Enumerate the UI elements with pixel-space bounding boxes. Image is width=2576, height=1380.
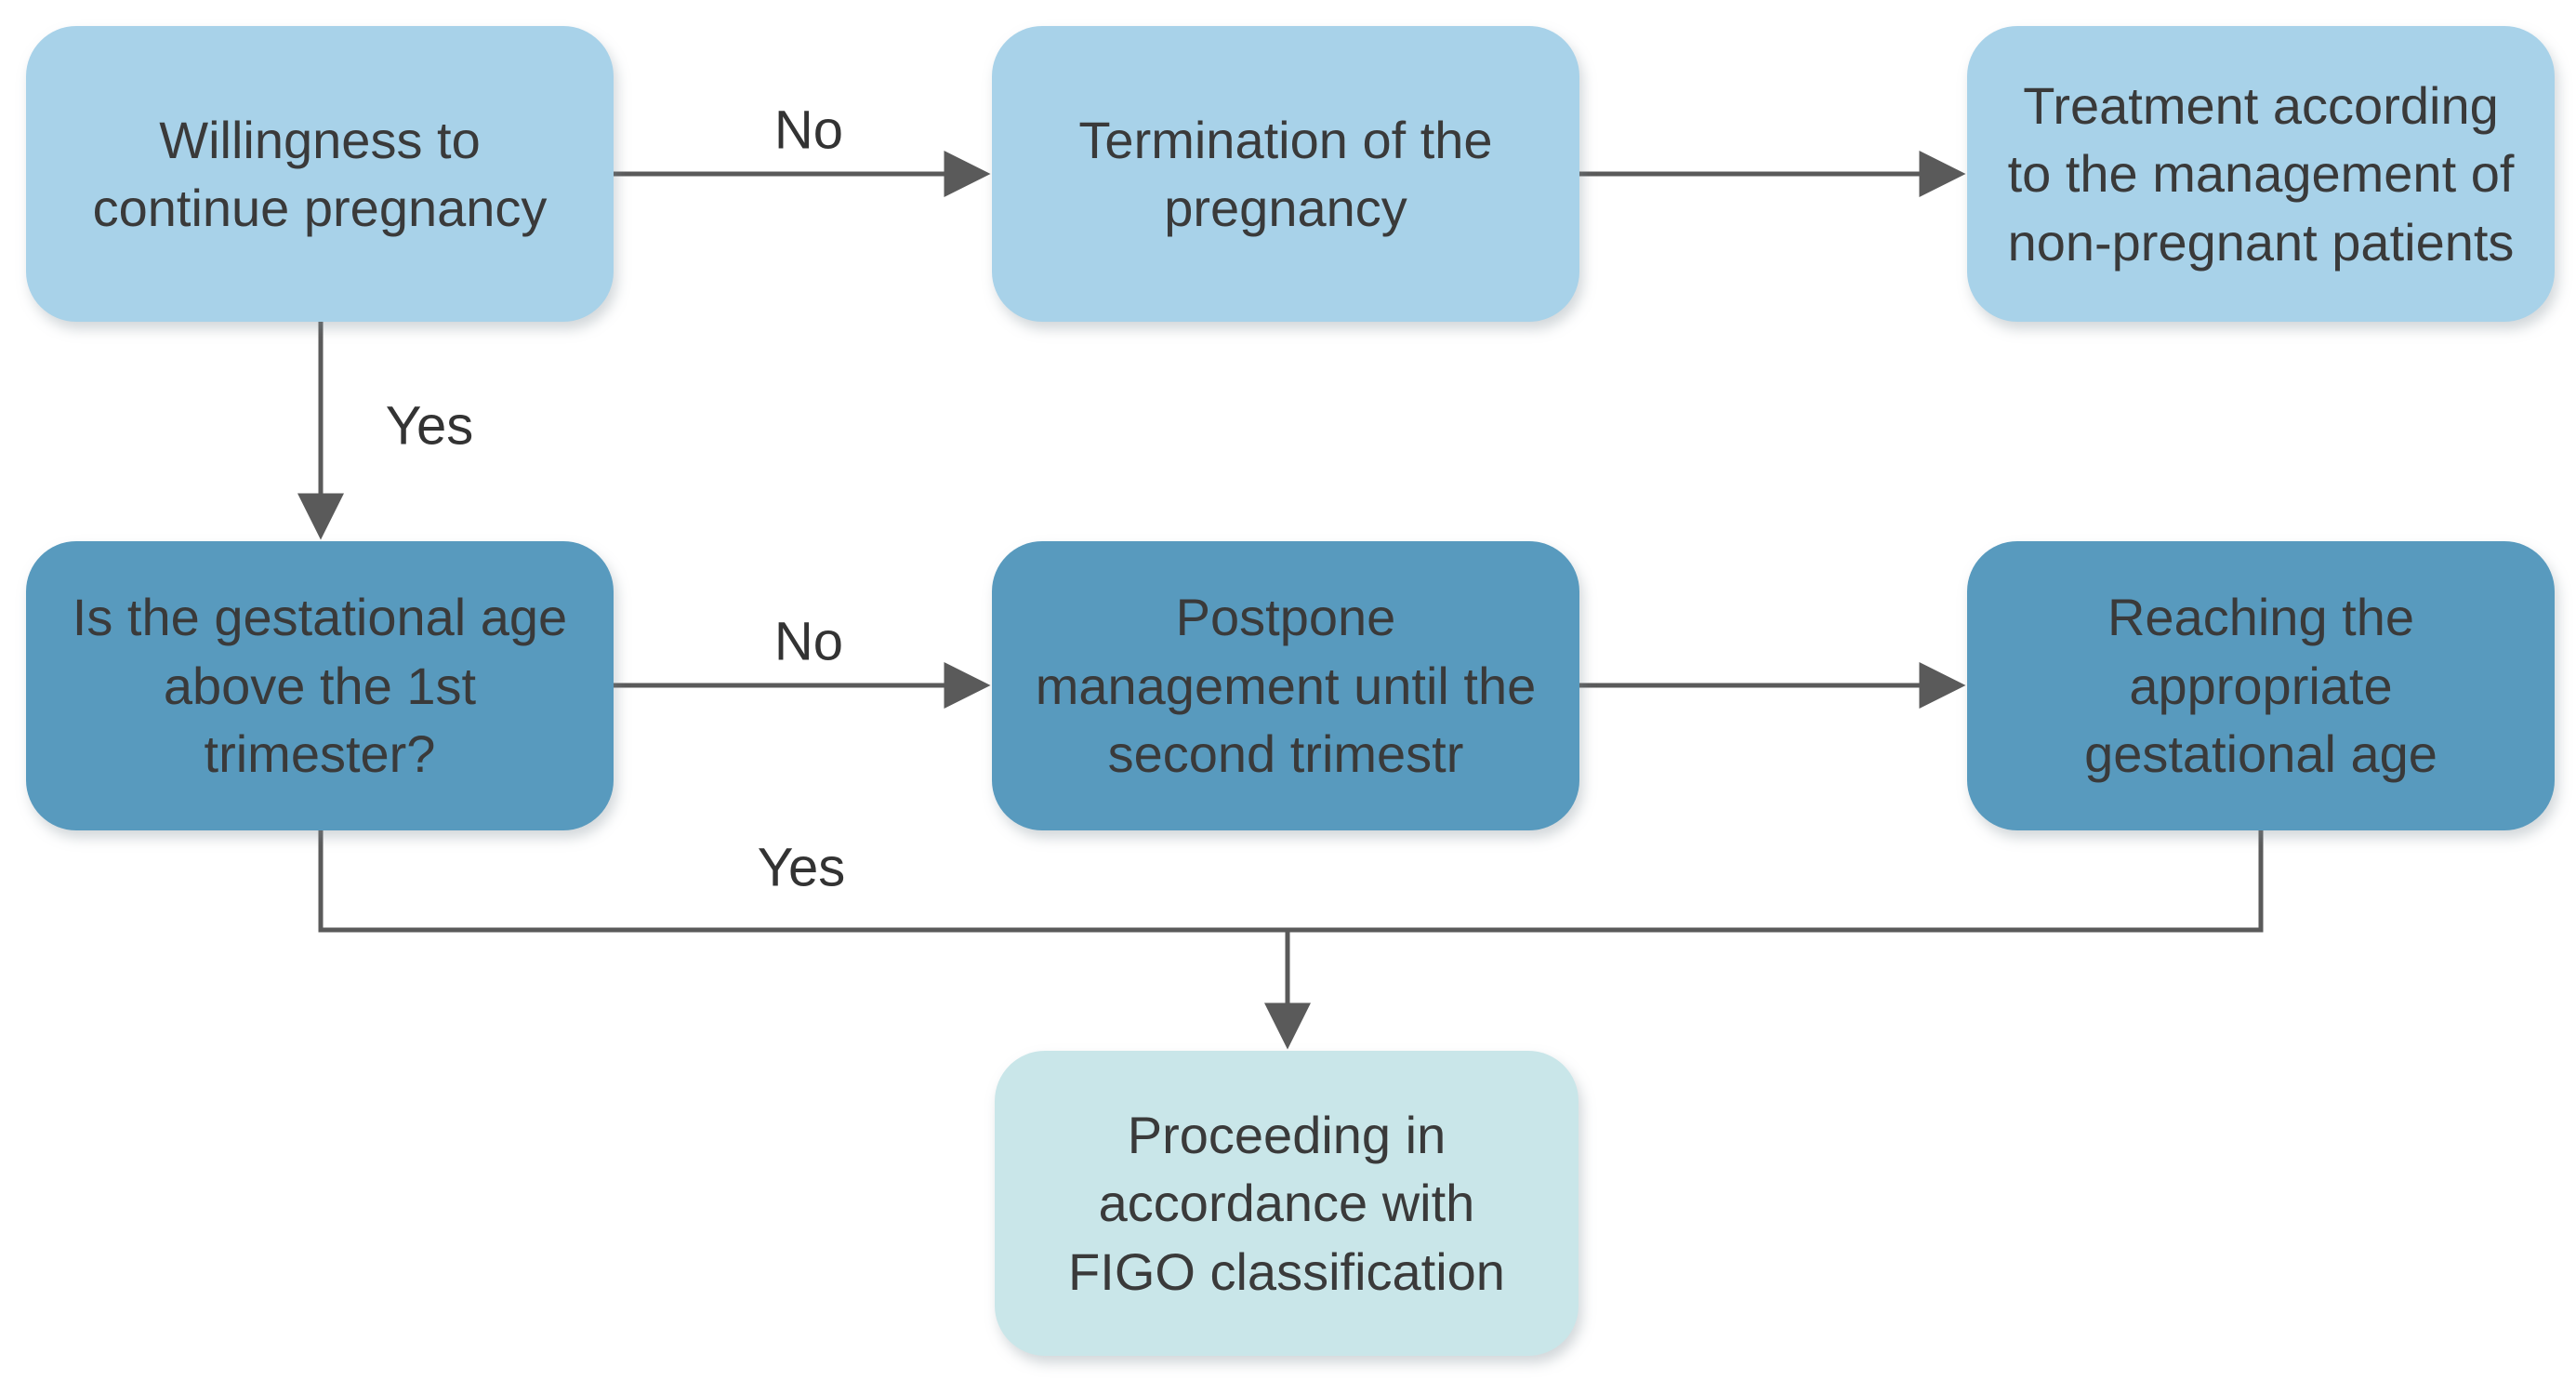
edge-label-yes-left: Yes — [385, 395, 474, 457]
node-figo-classification: Proceeding in accordance with FIGO class… — [995, 1051, 1579, 1356]
edge-collector-yes — [318, 830, 2264, 933]
edge-label-no-top: No — [773, 100, 844, 161]
node-termination-of-pregnancy: Termination of the pregnancy — [992, 26, 1579, 322]
node-reaching-gestational-age: Reaching the appropriate gestational age — [1967, 541, 2555, 830]
edge-label-no-middle: No — [773, 611, 844, 672]
node-treatment-non-pregnant-management: Treatment according to the management of… — [1967, 26, 2555, 322]
node-willingness-to-continue-pregnancy: Willingness to continue pregnancy — [26, 26, 614, 322]
node-gestational-age-question: Is the gestational age above the 1st tri… — [26, 541, 614, 830]
edge-label-yes-bottom: Yes — [757, 837, 846, 898]
node-postpone-management: Postpone management until the second tri… — [992, 541, 1579, 830]
